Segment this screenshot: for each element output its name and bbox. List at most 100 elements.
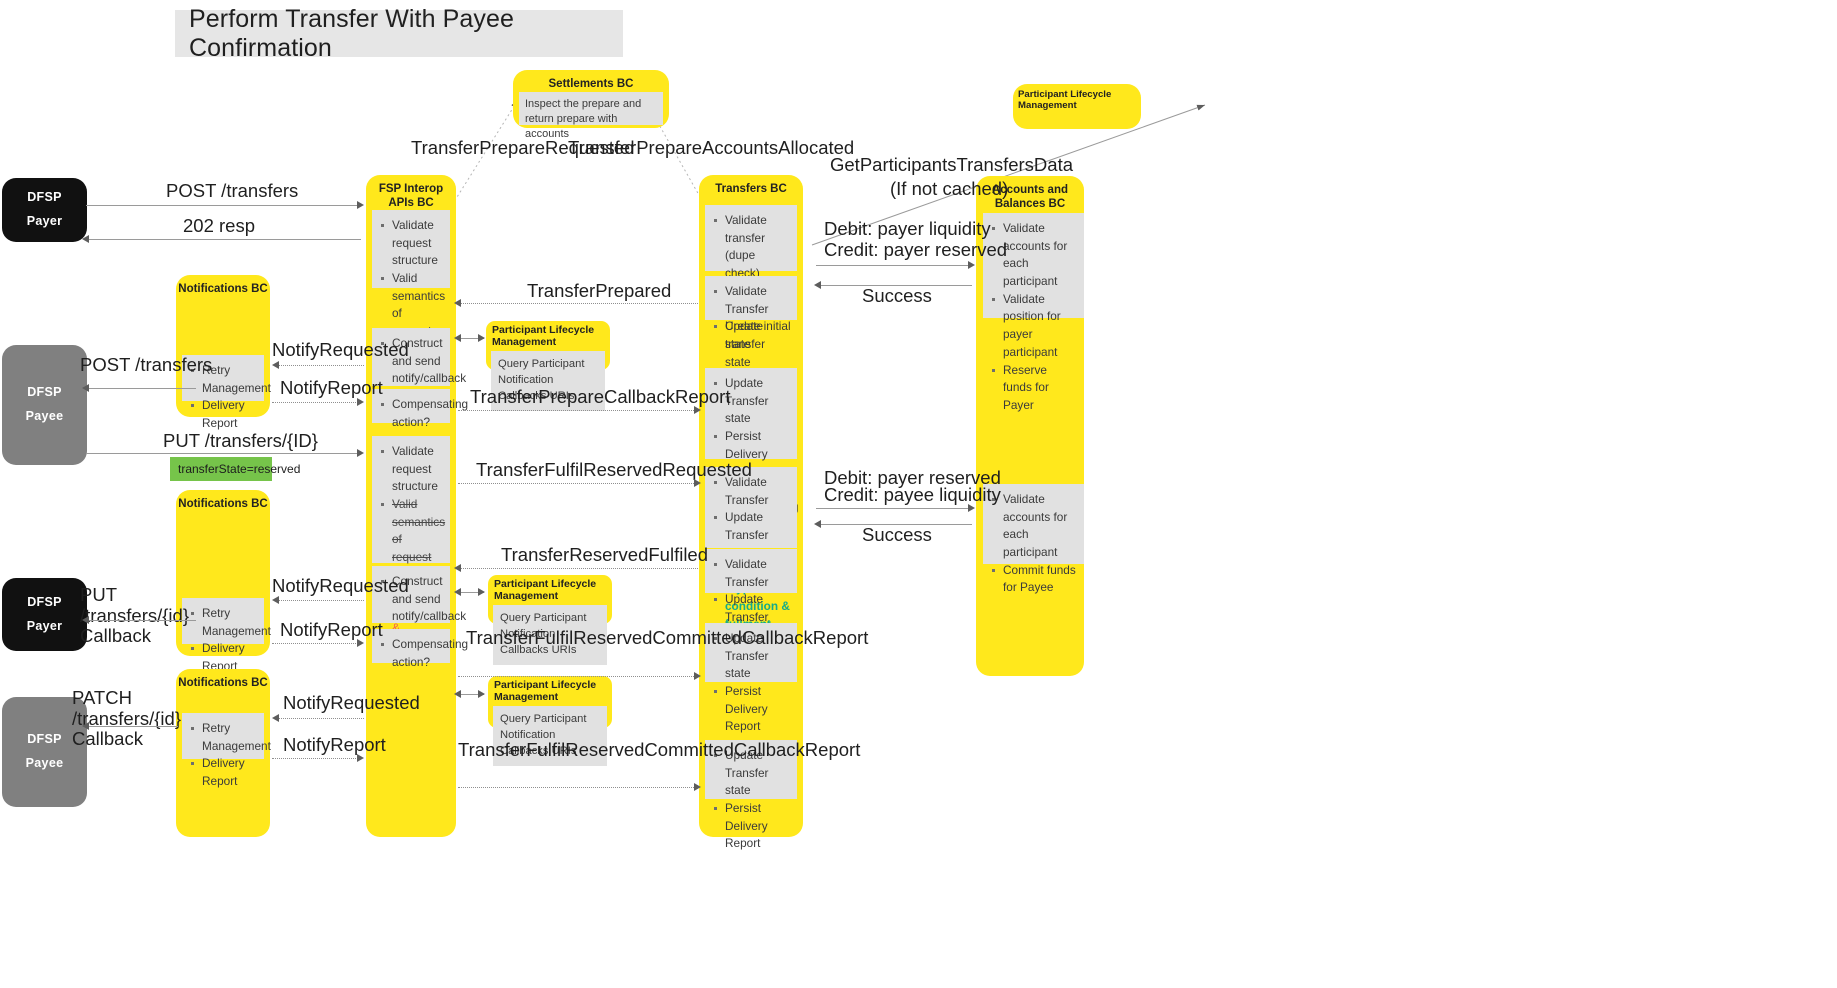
arrow-notify-requested-3 <box>276 718 364 719</box>
arrow-post-transfers-2 <box>86 388 196 389</box>
fsp-block-4: Construct and send notify/callback reque… <box>372 566 466 641</box>
list-item: Valid semantics of request <box>381 496 445 567</box>
arrow-head-left <box>272 596 279 604</box>
plm-box-1[interactable]: Participant Lifecycle Management Query P… <box>486 321 610 411</box>
notifications-1-list: Retry Management Delivery Report <box>182 355 271 440</box>
msg-put-transfers-id: PUT /transfers/{ID} <box>163 430 318 451</box>
lane-plm-top-right[interactable]: Participant Lifecycle Management <box>1013 84 1141 129</box>
fsp-block-5: Compensating action? <box>372 629 468 669</box>
list-item: Delivery Report <box>191 397 258 432</box>
arrow-head-right <box>694 479 701 487</box>
arrow-plm-2 <box>458 592 484 593</box>
arrow-head-left <box>272 714 279 722</box>
arrow-head-right <box>478 690 485 698</box>
msg-notify-report-1: NotifyReport <box>280 377 383 398</box>
plm-note: Query Participant Notification Callbacks… <box>493 706 607 766</box>
arrow-head-left <box>814 281 821 289</box>
lane-settlements-bc[interactable]: Settlements BC Inspect the prepare and r… <box>513 70 669 140</box>
transfers-block-1: Validate Transfer Update transfer state <box>705 276 797 369</box>
list-item: Compensating action? <box>381 636 468 671</box>
msg-post-transfers-1: POST /transfers <box>166 180 299 201</box>
arrow-notify-report-1 <box>272 402 360 403</box>
plm-note: Query Participant Notification Callbacks… <box>493 605 607 665</box>
list-item: Commit funds for Payee <box>992 562 1078 597</box>
transfers-block-4: Validate Transfer Update Transfer state <box>705 549 797 642</box>
list-item: Validate accounts for each participant <box>992 491 1078 562</box>
arrow-notify-report-3 <box>272 758 360 759</box>
msg-patch-transfers-id-callback: PATCH /transfers/{id} Callback <box>72 687 182 750</box>
status-badge-transfer-state: transferState=reserved <box>170 457 300 481</box>
msg-success-2: Success <box>862 524 932 545</box>
arrow-put-transfers-id <box>86 453 361 454</box>
msg-transfer-fulfil-reserved-requested: TransferFulfilReservedRequested <box>476 459 752 480</box>
settlements-note-text: Inspect the prepare and return prepare w… <box>525 98 642 140</box>
arrow-202-resp <box>86 239 361 240</box>
transfers-block-5-list: Update Transfer state Persist Delivery R… <box>705 623 797 743</box>
msg-transfer-reserved-fulfiled: TransferReservedFulfiled <box>501 544 709 565</box>
actor-label-line1: DFSP <box>27 385 62 400</box>
lane-title: Transfers BC <box>715 183 787 195</box>
settlements-note: Inspect the prepare and return prepare w… <box>519 92 663 140</box>
arrow-head-right <box>968 504 975 512</box>
transfers-block-5: Update Transfer state Persist Delivery R… <box>705 623 797 733</box>
list-item: Construct and send notify/callback reque… <box>381 573 466 644</box>
msg-put-transfers-id-callback: PUT /transfers/{id} Callback <box>80 584 190 647</box>
actor-label-line1: DFSP <box>27 732 62 747</box>
msg-credit-payee-liquidity: Credit: payee liquidity <box>824 484 1001 505</box>
list-item: Validate request structure <box>381 443 444 496</box>
msg-if-not-cached: (If not cached) <box>890 178 1009 199</box>
arrow-head-right <box>968 261 975 269</box>
notifications-3-note: Retry Management Delivery Report <box>182 713 271 788</box>
arrow-head-right <box>694 783 701 791</box>
arrow-head-left <box>82 384 89 392</box>
arrow-transfer-reserved-fulfiled <box>458 568 698 569</box>
page-title-text: Perform Transfer With Payee Confirmation <box>189 4 515 62</box>
arrow-head-right <box>694 406 701 414</box>
arrow-plm-3 <box>458 694 484 695</box>
arrow-head-left <box>454 588 461 596</box>
accounts-block-1-list: Validate accounts for each participant C… <box>983 484 1084 604</box>
lane-title: Notifications BC <box>178 498 268 510</box>
msg-success-1: Success <box>862 285 932 306</box>
fsp-block-0: Validate request structure Valid semanti… <box>372 210 450 338</box>
notifications-3-list: Retry Management Delivery Report <box>182 713 271 798</box>
plm-box-2[interactable]: Participant Lifecycle Management Query P… <box>488 575 612 665</box>
list-item: Reserve funds for Payer <box>992 362 1078 415</box>
list-item: Validate Transfer <box>714 283 791 318</box>
accounts-block-0-list: Validate accounts for each participant V… <box>983 213 1084 422</box>
actor-dfsp-payee-bottom: DFSP Payee <box>2 697 87 807</box>
msg-credit-payer-reserved: Credit: payer reserved <box>824 239 1008 260</box>
arrow-head-left <box>814 520 821 528</box>
plm-title: Participant Lifecycle Management <box>494 578 597 602</box>
plm-box-3[interactable]: Participant Lifecycle Management Query P… <box>488 676 612 766</box>
fsp-block-4-list: Construct and send notify/callback reque… <box>372 566 466 651</box>
notifications-2-note: Retry Management Delivery Report <box>182 598 271 673</box>
arrow-head-right <box>478 334 485 342</box>
list-item: Persist Delivery Report <box>714 683 791 736</box>
list-item: Validate Transfer <box>714 474 791 509</box>
arrow-success-2 <box>818 524 972 525</box>
actor-dfsp-payee-top: DFSP Payee <box>2 345 87 465</box>
list-item: Validate accounts for each participant <box>992 220 1078 291</box>
transfers-block-0: Validate transfer (dupe check) Validate … <box>705 205 797 351</box>
arrow-head-right <box>357 449 364 457</box>
accounts-block-1: Validate accounts for each participant C… <box>983 484 1084 594</box>
lane-title: Accounts and Balances BC <box>991 184 1069 211</box>
arrow-transfer-fulfil-reserved-requested <box>458 483 698 484</box>
transfers-block-1-list: Validate Transfer Update transfer state <box>705 276 797 378</box>
arrow-head-right <box>357 754 364 762</box>
arrow-head-right <box>357 398 364 406</box>
arrow-head-left <box>82 235 89 243</box>
list-item: Create initial state <box>714 318 791 353</box>
list-item: Update Transfer state <box>714 375 791 428</box>
msg-get-participants-transfers-data: GetParticipantsTransfersData <box>830 154 1073 175</box>
actor-label-line2: Payer <box>26 618 63 633</box>
arrow-head-right <box>357 201 364 209</box>
msg-transfer-prepared: TransferPrepared <box>527 280 672 301</box>
list-item: Validate request structure <box>381 217 444 270</box>
actor-label-line2: Payee <box>25 756 64 770</box>
arrow-head-right <box>357 639 364 647</box>
lane-title: Participant Lifecycle Management <box>1018 89 1112 111</box>
list-item: Validate position for payer participant <box>992 291 1078 362</box>
